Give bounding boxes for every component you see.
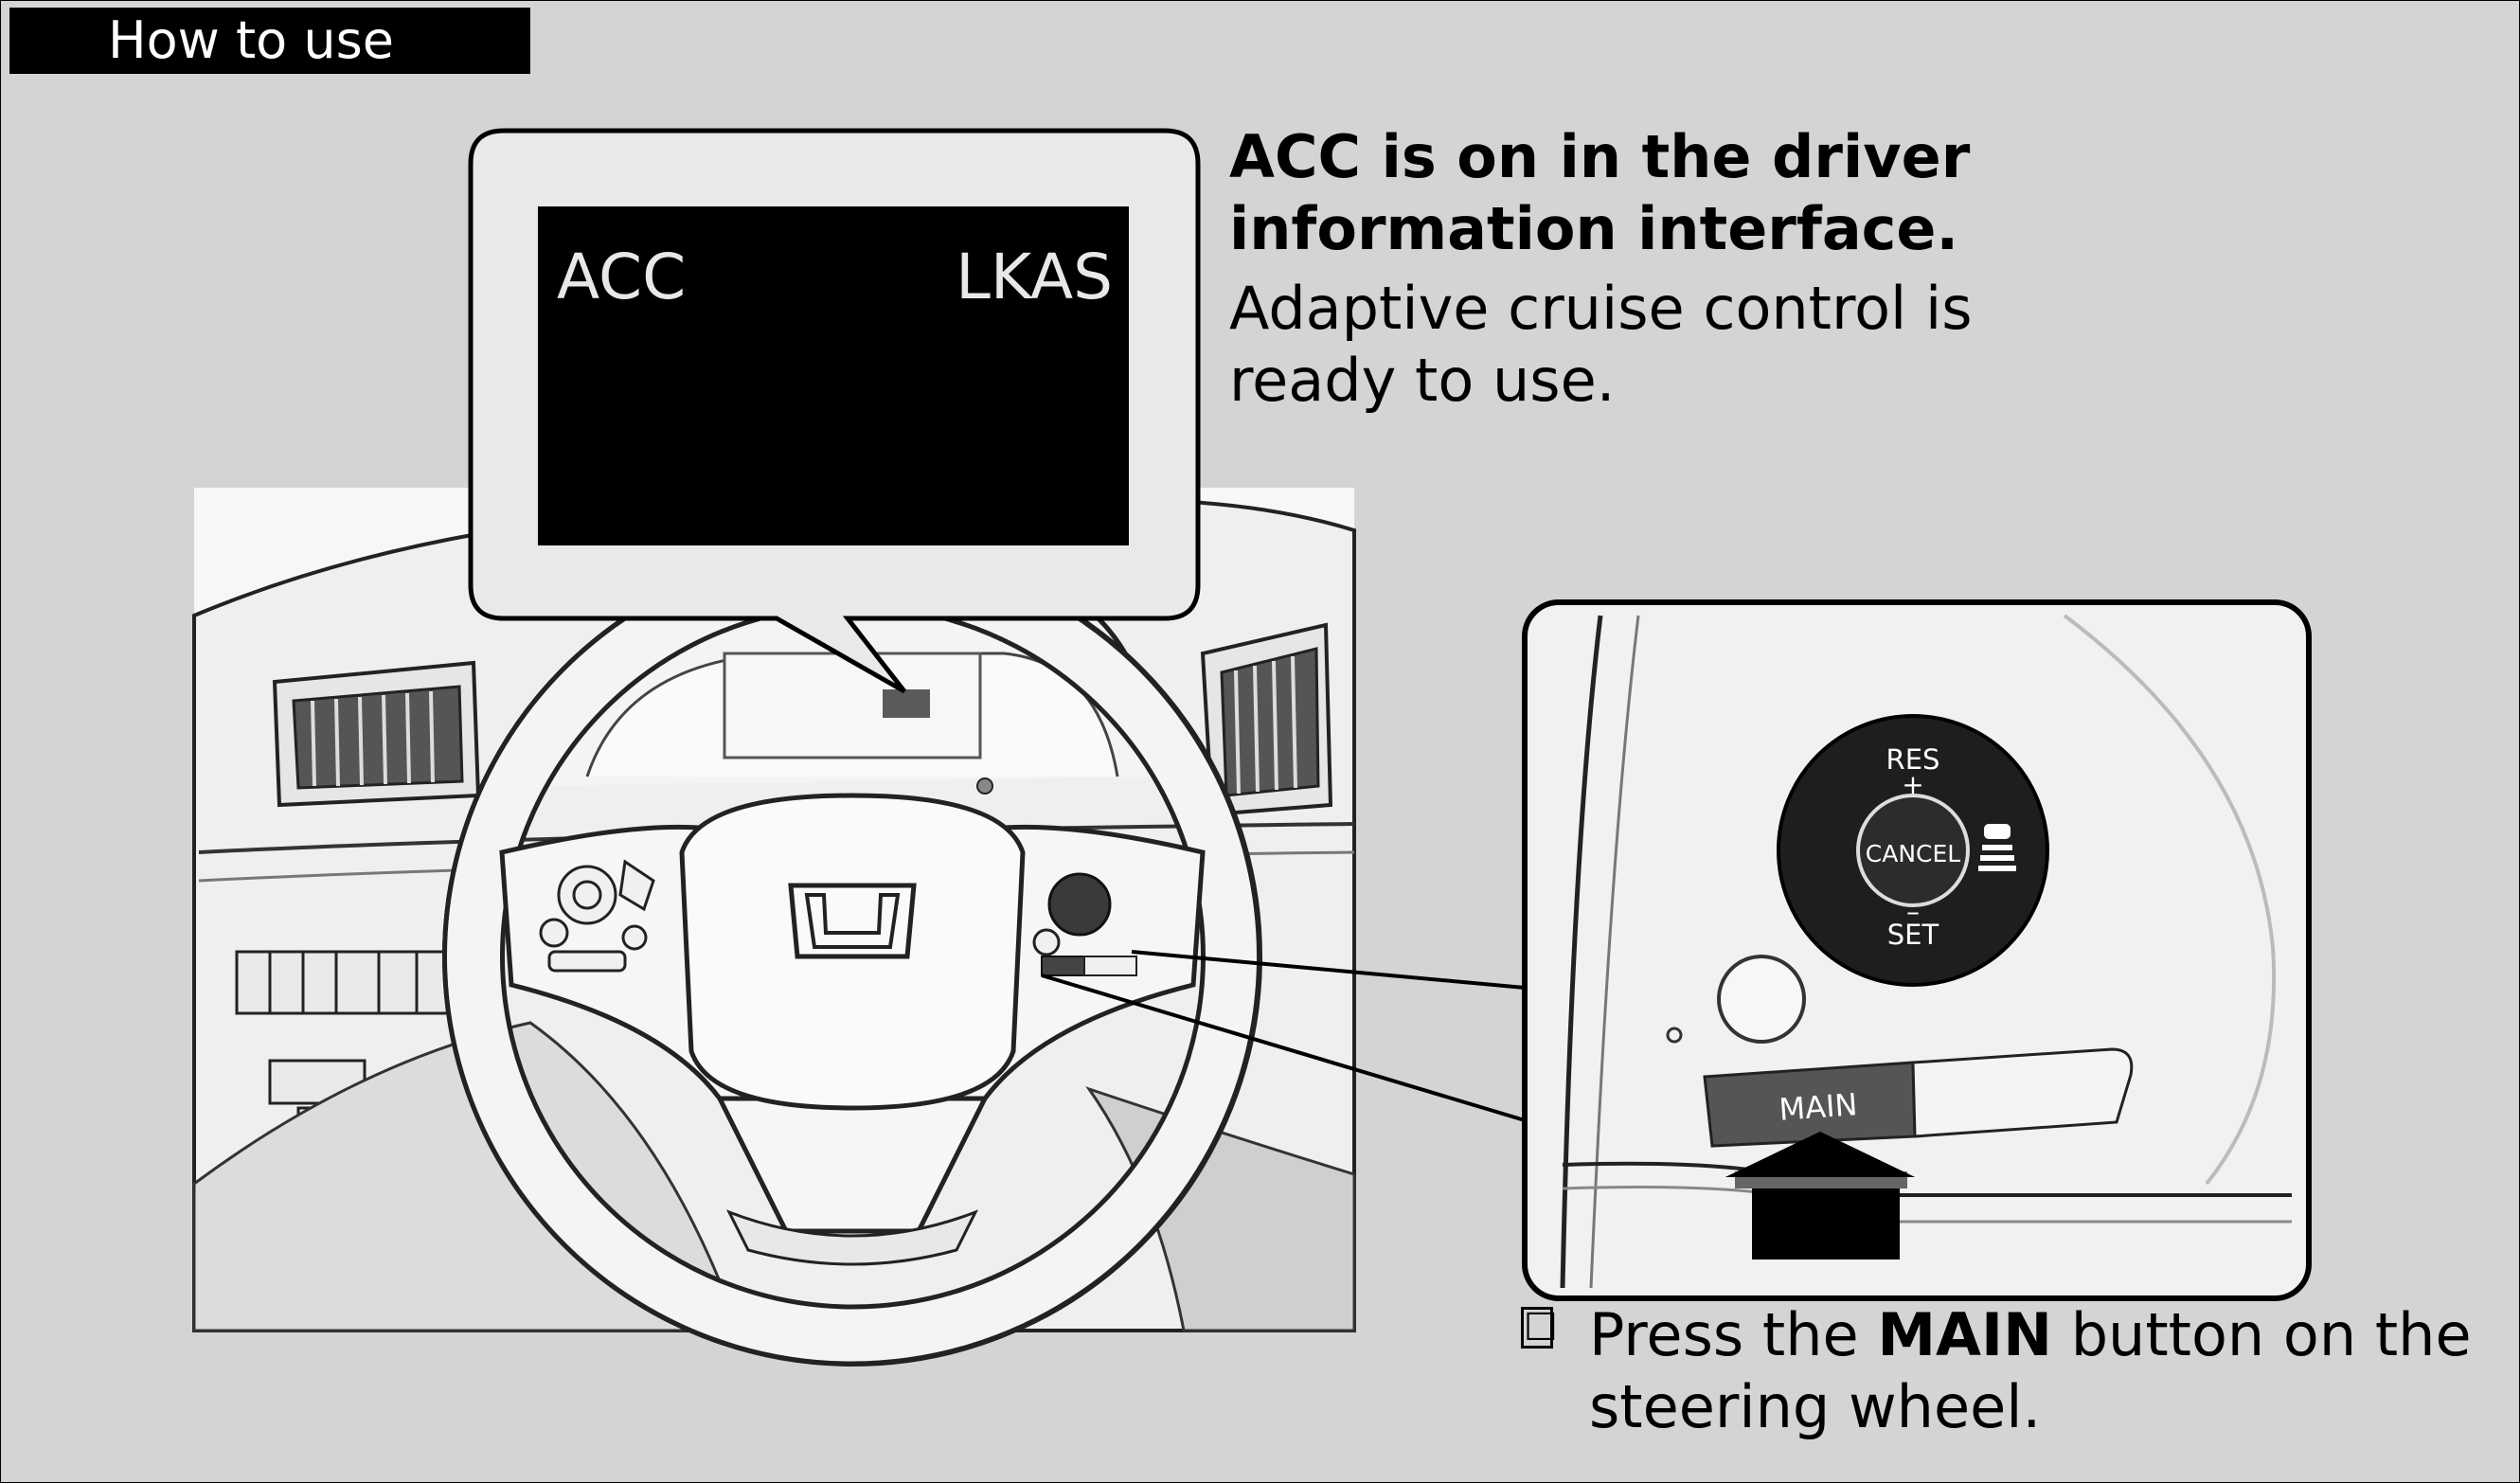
cancel-button[interactable]	[1856, 794, 1970, 907]
lkas-indicator: LKAS	[956, 241, 1113, 313]
instruction-text: Press the MAIN button on the steering wh…	[1589, 1299, 2498, 1443]
right-wheel-switches	[1032, 872, 1137, 976]
vehicle-distance-icon[interactable]	[1978, 824, 2016, 871]
section-header-label: How to use	[108, 10, 394, 70]
acc-indicator: ACC	[557, 241, 686, 313]
callout-description: Adaptive cruise control is ready to use.	[1229, 274, 1973, 415]
round-switch[interactable]	[1717, 955, 1806, 1044]
zoom-leader-lines	[1041, 950, 1526, 1122]
left-wheel-switches	[539, 859, 655, 973]
dash-switch-panel	[235, 950, 456, 1138]
cluster-display-marker	[883, 689, 930, 718]
control-closeup: CANCEL RES + – SET MAIN	[1522, 599, 2312, 1301]
section-header: How to use	[9, 8, 530, 74]
instruction-before: Press the	[1589, 1300, 1878, 1369]
minus-symbol: –	[1906, 896, 1920, 927]
left-air-vent	[272, 660, 481, 808]
instruction-main-keyword: MAIN	[1877, 1300, 2052, 1369]
callout-title: ACC is on in the driver information inte…	[1229, 122, 1971, 263]
main-label: MAIN	[1778, 1086, 1858, 1128]
display-callout-bubble: ACC LKAS	[468, 128, 1201, 694]
cruise-control-dial[interactable]: CANCEL RES + – SET	[1777, 714, 2049, 987]
cancel-label: CANCEL	[1866, 840, 1961, 867]
main-button[interactable]: MAIN	[1703, 1047, 2134, 1148]
press-arrow-icon	[1725, 1132, 1915, 1260]
checkbox-icon: ☐	[1521, 1307, 1558, 1349]
instruction-after: button on the steering wheel.	[1589, 1300, 2472, 1441]
dashboard-illustration	[192, 488, 1356, 1367]
brand-logo	[788, 883, 917, 959]
res-label: RES	[1886, 743, 1940, 776]
right-air-vent	[1200, 622, 1333, 817]
steering-wheel	[442, 546, 1262, 1367]
set-label: SET	[1887, 919, 1939, 951]
plus-symbol: +	[1902, 769, 1923, 800]
driver-info-display	[538, 206, 1129, 545]
